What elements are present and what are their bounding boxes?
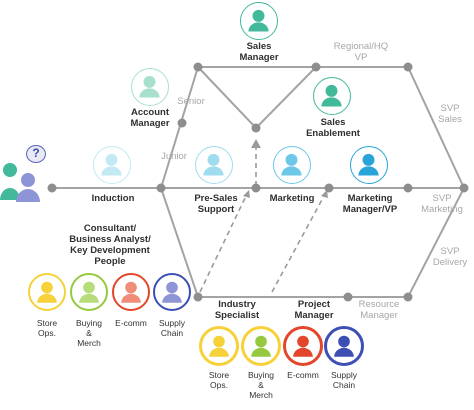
- upper-track-line: [160, 66, 465, 189]
- induction-label: Induction: [91, 193, 135, 204]
- sales-enablement-label: Sales Enablement: [306, 117, 360, 139]
- node-upper-left: [193, 62, 203, 72]
- node-marketing-manager: [403, 183, 413, 193]
- arrow-head-up: [251, 139, 261, 148]
- right-supply-chain-label: Supply Chain: [331, 370, 357, 390]
- left-buying-merch-card: [70, 273, 108, 311]
- person-icon: [209, 335, 229, 357]
- node-marketing: [324, 183, 334, 193]
- node-induction: [156, 183, 166, 193]
- svp-delivery-label: SVP Delivery: [432, 246, 468, 268]
- node-presales: [251, 183, 261, 193]
- node-start: [47, 183, 57, 193]
- node-regional-vp: [403, 62, 413, 72]
- right-ecomm-card: [283, 326, 323, 366]
- left-store-ops-label: Store Ops.: [36, 318, 58, 338]
- person-icon: [37, 281, 57, 303]
- node-sales-enablement: [251, 123, 261, 133]
- consultant-label: Consultant/ Business Analyst/ Key Develo…: [69, 223, 151, 267]
- marketing-manager-card: [350, 146, 388, 184]
- left-ecomm-label: E-comm: [115, 318, 147, 328]
- transition-arrows: [199, 146, 325, 293]
- left-store-ops-card: [28, 273, 66, 311]
- right-buying-merch-label: Buying & Merch: [248, 370, 274, 400]
- induction-card: [93, 146, 131, 184]
- node-svp: [459, 183, 469, 193]
- presales-label: Pre-Sales Support: [194, 193, 238, 215]
- user-group-icon: [0, 144, 48, 202]
- marketing-manager-label: Marketing Manager/VP: [342, 193, 398, 215]
- left-supply-chain-card: [153, 273, 191, 311]
- arrow-head-marketing: [321, 190, 328, 198]
- left-supply-chain-label: Supply Chain: [159, 318, 185, 338]
- left-buying-merch-label: Buying & Merch: [76, 318, 102, 348]
- sales-manager-label: Sales Manager: [239, 41, 279, 63]
- person-icon: [79, 281, 99, 303]
- svp-sales-label: SVP Sales: [438, 103, 462, 125]
- node-project-manager: [343, 292, 353, 302]
- right-ecomm-label: E-comm: [287, 370, 319, 380]
- person-icon: [358, 153, 379, 176]
- lower-track-line: [160, 187, 465, 298]
- sales-manager-card: [240, 2, 278, 40]
- marketing-card: [273, 146, 311, 184]
- right-store-ops-label: Store Ops.: [208, 370, 230, 390]
- person-icon: [139, 75, 160, 98]
- path-nodes: [47, 62, 469, 302]
- account-manager-card: [131, 68, 169, 106]
- senior-label: Senior: [177, 96, 205, 107]
- project-to-marketing-arrow: [271, 195, 325, 293]
- person-icon: [248, 9, 269, 32]
- project-manager-label: Project Manager: [294, 299, 334, 321]
- marketing-label: Marketing: [269, 193, 315, 204]
- person-icon: [334, 335, 354, 357]
- resource-manager-label: Resource Manager: [358, 299, 400, 321]
- person-icon: [203, 153, 224, 176]
- right-buying-merch-card: [241, 326, 281, 366]
- svp-marketing-label: SVP Marketing: [421, 193, 463, 215]
- node-upper-mid: [311, 62, 321, 72]
- person-icon: [281, 153, 302, 176]
- right-store-ops-card: [199, 326, 239, 366]
- left-ecomm-card: [112, 273, 150, 311]
- account-manager-label: Account Manager: [130, 107, 170, 129]
- arrow-heads: [243, 139, 328, 198]
- person-icon: [321, 84, 342, 107]
- question-bubble-icon: ?: [26, 145, 46, 163]
- arrow-head-presales: [243, 190, 250, 198]
- person-icon: [293, 335, 313, 357]
- regional-vp-label: Regional/HQ VP: [333, 41, 389, 63]
- right-supply-chain-card: [324, 326, 364, 366]
- industry-specialist-label: Industry Specialist: [214, 299, 260, 321]
- person-icon: [121, 281, 141, 303]
- node-account-manager: [177, 118, 187, 128]
- person-icon: [101, 153, 122, 176]
- person-icon: [162, 281, 182, 303]
- presales-card: [195, 146, 233, 184]
- person-icon: [251, 335, 271, 357]
- node-industry-specialist: [193, 292, 203, 302]
- junior-label: Junior: [161, 151, 187, 162]
- sales-enablement-card: [313, 77, 351, 115]
- node-resource-manager: [403, 292, 413, 302]
